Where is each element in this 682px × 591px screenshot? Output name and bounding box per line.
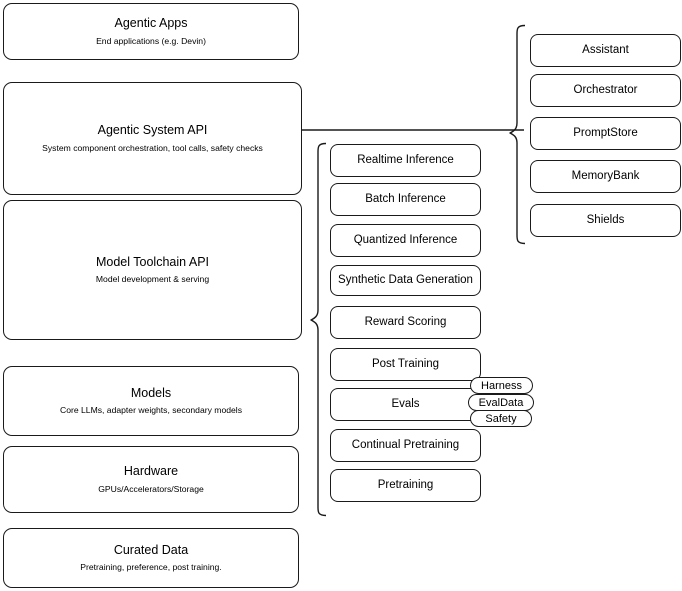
layer-title: Model Toolchain API (95, 254, 210, 269)
capability-box-realtime-inference[interactable]: Realtime Inference (330, 144, 481, 177)
system-component-box-orchestrator[interactable]: Orchestrator (530, 74, 681, 107)
toolchain-brace (310, 142, 327, 517)
capability-box-continual-pretraining[interactable]: Continual Pretraining (330, 429, 481, 462)
layer-title: Curated Data (113, 542, 189, 557)
layer-title: Agentic Apps (114, 16, 188, 31)
system-component-box-memorybank[interactable]: MemoryBank (530, 160, 681, 193)
capability-box-synthetic-data-generation[interactable]: Synthetic Data Generation (330, 265, 481, 296)
capability-box-quantized-inference[interactable]: Quantized Inference (330, 224, 481, 257)
capability-box-evals[interactable]: Evals (330, 388, 481, 421)
layer-box-agentic-system-api[interactable]: Agentic System API System component orch… (3, 82, 302, 195)
layer-title: Agentic System API (97, 123, 208, 138)
capability-box-reward-scoring[interactable]: Reward Scoring (330, 306, 481, 339)
layer-subtitle: Core LLMs, adapter weights, secondary mo… (60, 405, 242, 416)
capability-box-batch-inference[interactable]: Batch Inference (330, 183, 481, 216)
layer-box-curated-data[interactable]: Curated Data Pretraining, preference, po… (3, 528, 299, 588)
capability-box-pretraining[interactable]: Pretraining (330, 469, 481, 502)
system-component-box-promptstore[interactable]: PromptStore (530, 117, 681, 150)
layer-subtitle: System component orchestration, tool cal… (42, 142, 263, 153)
layer-subtitle: GPUs/Accelerators/Storage (98, 483, 204, 494)
layer-subtitle: Model development & serving (95, 274, 210, 285)
layer-box-model-toolchain-api[interactable]: Model Toolchain API Model development & … (3, 200, 302, 340)
layer-box-agentic-apps[interactable]: Agentic Apps End applications (e.g. Devi… (3, 3, 299, 60)
layer-subtitle: Pretraining, preference, post training. (80, 562, 222, 573)
layer-box-models[interactable]: Models Core LLMs, adapter weights, secon… (3, 366, 299, 436)
eval-pill-safety[interactable]: Safety (470, 410, 532, 427)
system-component-box-shields[interactable]: Shields (530, 204, 681, 237)
capability-box-post-training[interactable]: Post Training (330, 348, 481, 381)
layer-subtitle: End applications (e.g. Devin) (96, 35, 206, 46)
layer-title: Hardware (123, 464, 179, 479)
eval-pill-harness[interactable]: Harness (470, 377, 533, 394)
eval-pill-evaldata[interactable]: EvalData (468, 394, 534, 411)
layer-title: Models (130, 385, 172, 400)
layer-box-hardware[interactable]: Hardware GPUs/Accelerators/Storage (3, 446, 299, 513)
system-component-box-assistant[interactable]: Assistant (530, 34, 681, 67)
system-brace (509, 24, 526, 245)
